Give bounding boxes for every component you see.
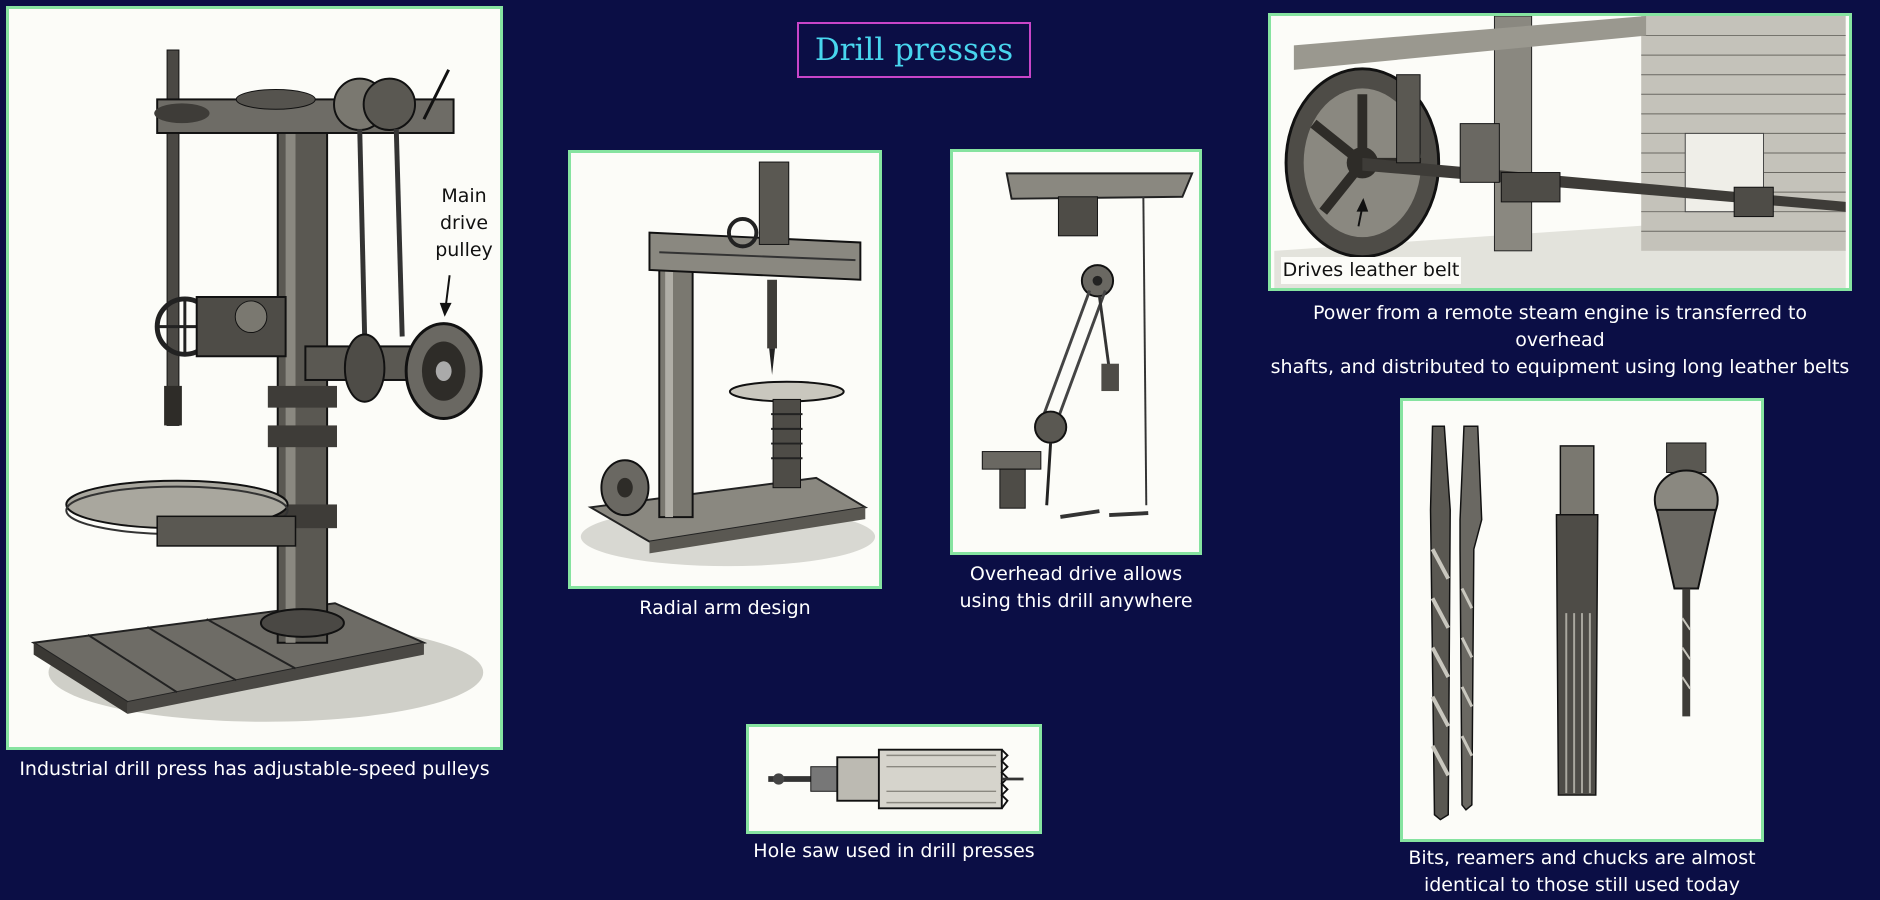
main-drive-pulley-label: Main drive pulley: [419, 183, 500, 264]
line-shaft-caption: Power from a remote steam engine is tran…: [1268, 300, 1852, 381]
caption-line: identical to those still used today: [1423, 874, 1741, 896]
line-shaft-image: Drives leather belt: [1268, 13, 1852, 291]
industrial-drill-press-illustration: [30, 49, 484, 722]
caption-line: Overhead drive allows: [969, 563, 1183, 585]
line-shaft-illustration: [1274, 16, 1846, 288]
industrial-caption: Industrial drill press has adjustable-sp…: [19, 758, 490, 780]
annotation-line: drive: [439, 212, 489, 234]
radial-arm-drill-image: [568, 150, 882, 589]
caption-line: shafts, and distributed to equipment usi…: [1270, 356, 1850, 378]
bits-reamers-chucks-illustration: [1429, 425, 1719, 821]
caption-line: Power from a remote steam engine is tran…: [1312, 302, 1808, 351]
hole-saw-image: [746, 724, 1042, 834]
overhead-drive-caption: Overhead drive allows using this drill a…: [935, 561, 1217, 615]
hole-saw-illustration: [768, 748, 1024, 810]
page-title: Drill presses: [814, 32, 1014, 68]
industrial-drill-press-image: Main drive pulley: [6, 6, 503, 750]
bits-caption: Bits, reamers and chucks are almost iden…: [1380, 845, 1784, 899]
title-box: Drill presses: [797, 22, 1031, 78]
annotation-line: Main: [441, 185, 487, 207]
drives-leather-belt-label: Drives leather belt: [1281, 257, 1461, 284]
radial-arm-caption: Radial arm design: [639, 597, 811, 619]
hole-saw-caption: Hole saw used in drill presses: [753, 840, 1035, 862]
caption-line: using this drill anywhere: [959, 590, 1193, 612]
annotation-line: pulley: [435, 239, 493, 261]
radial-arm-drill-illustration: [580, 161, 876, 567]
bits-reamers-chucks-image: [1400, 398, 1764, 842]
overhead-drive-drill-illustration: [981, 172, 1194, 519]
caption-line: Bits, reamers and chucks are almost: [1408, 847, 1756, 869]
overhead-drive-drill-image: [950, 149, 1202, 555]
